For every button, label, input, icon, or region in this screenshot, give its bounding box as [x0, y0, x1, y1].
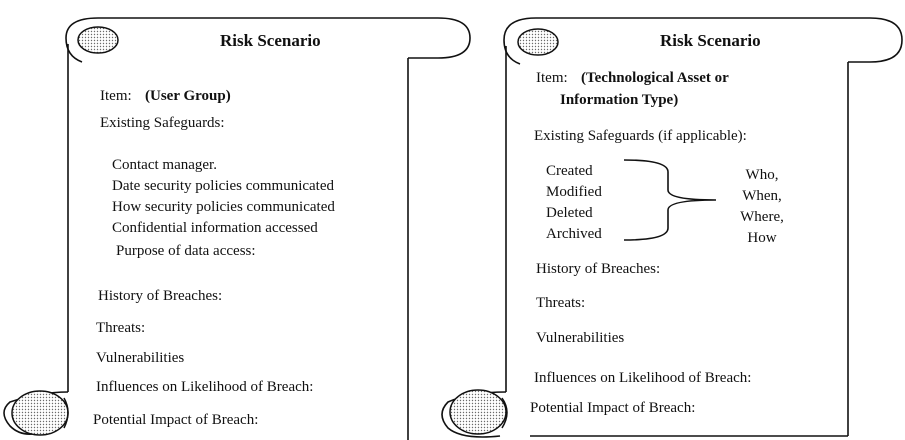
right-attribute-item: Where, [740, 209, 784, 225]
left-title: Risk Scenario [220, 31, 321, 50]
left-history: History of Breaches: [98, 288, 223, 304]
left-safeguard-item: Date security policies communicated [112, 178, 335, 194]
right-item-value-line1: (Technological Asset or [581, 70, 729, 86]
right-bottom-curl [449, 389, 507, 435]
right-top-curl [517, 28, 559, 56]
right-action-item: Modified [546, 184, 602, 200]
left-scroll-shape [3, 17, 471, 440]
right-item-value-line2: Information Type) [560, 92, 679, 108]
right-action-item: Deleted [546, 205, 593, 221]
right-influences: Influences on Likelihood of Breach: [534, 370, 752, 386]
left-vulnerabilities: Vulnerabilities [96, 350, 185, 366]
left-bottom-curl [11, 390, 69, 436]
right-item-label: Item: [536, 70, 568, 86]
right-action-item: Created [546, 163, 593, 179]
left-impact: Potential Impact of Breach: [93, 412, 259, 428]
right-existing-safeguards: Existing Safeguards (if applicable): [534, 128, 747, 144]
left-influences: Influences on Likelihood of Breach: [96, 379, 314, 395]
right-scroll-shape [441, 17, 903, 438]
right-threats: Threats: [536, 295, 586, 311]
right-attribute-item: When, [742, 188, 782, 204]
left-safeguard-item: Confidential information accessed [112, 220, 318, 236]
right-impact: Potential Impact of Breach: [530, 400, 696, 416]
left-safeguard-item: Contact manager. [112, 157, 217, 173]
left-top-curl [77, 26, 119, 54]
left-item-label: Item: [100, 88, 132, 104]
left-existing-safeguards: Existing Safeguards: [100, 115, 225, 131]
right-vulnerabilities: Vulnerabilities [536, 330, 625, 346]
right-title: Risk Scenario [660, 31, 761, 50]
left-safeguard-item: Purpose of data access: [116, 243, 256, 259]
grouping-brace [623, 159, 717, 241]
left-threats: Threats: [96, 320, 146, 336]
right-attribute-item: Who, [745, 167, 779, 183]
right-action-item: Archived [546, 226, 602, 242]
left-safeguard-item: How security policies communicated [112, 199, 335, 215]
left-item-value: (User Group) [145, 88, 231, 104]
right-history: History of Breaches: [536, 261, 661, 277]
right-attribute-item: How [747, 230, 777, 246]
